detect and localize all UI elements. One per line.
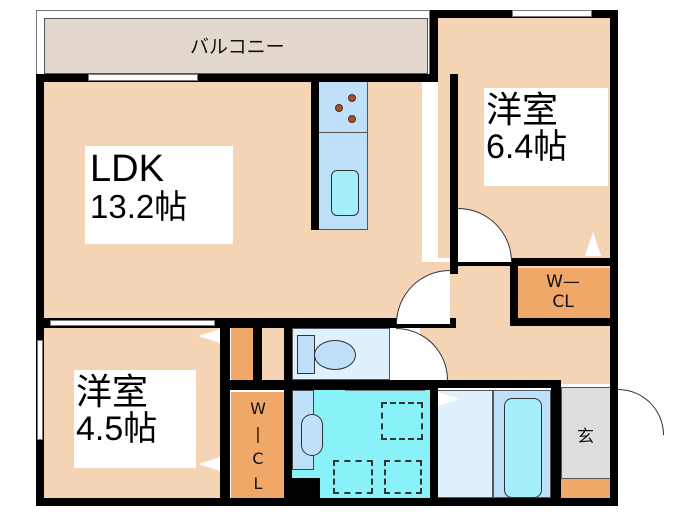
balcony-label: バルコニー — [190, 36, 285, 58]
storage-strip — [262, 328, 284, 382]
closet-door-marker — [198, 457, 220, 471]
wall — [36, 498, 618, 506]
wall — [450, 74, 458, 274]
closet-2-char: L — [253, 474, 263, 493]
western-room-4-5-name: 洋室 — [76, 372, 149, 413]
bathtub-icon — [504, 398, 542, 498]
closet-1-line2: CL — [552, 292, 574, 313]
wall — [430, 10, 438, 80]
ldk-label: LDK 13.2帖 — [85, 146, 233, 244]
wall — [36, 74, 44, 506]
closet-1-line1: W— — [546, 272, 580, 292]
wall — [551, 380, 561, 506]
wall — [36, 74, 438, 82]
wall — [430, 380, 438, 506]
wall — [220, 318, 230, 506]
wall — [610, 10, 618, 500]
closet-2-char: W — [250, 399, 266, 418]
window[interactable] — [50, 320, 215, 326]
bathroom — [437, 390, 493, 498]
wall — [450, 258, 614, 266]
washer-space-icon — [381, 402, 423, 440]
window[interactable] — [512, 10, 592, 17]
window[interactable] — [88, 74, 198, 81]
floor-hatch-icon — [333, 460, 373, 494]
washroom-corner-block — [292, 478, 320, 500]
entrance-door-swing[interactable] — [618, 389, 664, 435]
closet-2-char: C — [252, 449, 264, 468]
stove-burner-icon — [335, 104, 343, 112]
wall — [36, 318, 456, 328]
closet-1-label: W— CL — [540, 272, 586, 313]
wall — [220, 380, 432, 390]
wall — [253, 318, 262, 388]
wall — [510, 258, 518, 326]
kitchen-wall — [311, 80, 319, 230]
walk-in-closet-1 — [518, 268, 612, 320]
western-room-6-4-label: 洋室 6.4帖 — [484, 88, 608, 186]
sink-icon — [331, 170, 359, 216]
ldk-name: LDK — [90, 148, 164, 190]
window[interactable] — [37, 340, 43, 440]
entrance-label: 玄 — [577, 427, 594, 447]
western-room-4-5-label: 洋室 4.5帖 — [74, 370, 196, 468]
wall — [430, 380, 560, 388]
closet-2-char: | — [255, 424, 261, 443]
closet-door-marker — [585, 232, 601, 256]
wash-basin-icon — [301, 414, 323, 456]
western-room-6-4-size: 6.4帖 — [486, 127, 568, 166]
western-room-6-4-name: 洋室 — [486, 90, 559, 131]
walk-in-closet-2 — [231, 392, 285, 502]
ldk-size: 13.2帖 — [90, 187, 188, 225]
floor-hatch-icon — [384, 460, 422, 494]
western-room-4-5-size: 4.5帖 — [76, 409, 158, 448]
closet-2-label: W | C L — [243, 396, 273, 496]
stove-burner-icon — [348, 94, 356, 102]
wall — [510, 318, 614, 326]
entrance — [561, 387, 611, 479]
toilet-tank-icon — [297, 335, 315, 374]
toilet-bowl-icon — [314, 340, 356, 370]
closet-door-marker — [198, 329, 220, 343]
closet-door-marker — [438, 392, 460, 406]
storage-strip — [231, 328, 253, 382]
balcony — [44, 18, 428, 74]
kitchen-divider — [318, 132, 368, 133]
wall — [284, 318, 292, 506]
stove-burner-icon — [348, 115, 356, 123]
